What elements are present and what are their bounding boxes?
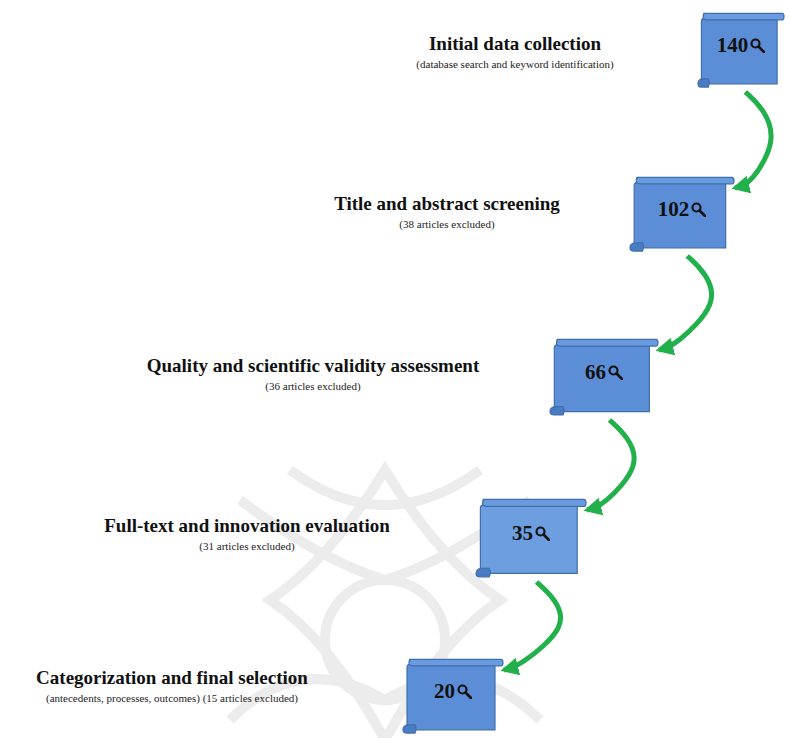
magnifier-handle bbox=[617, 373, 623, 379]
step-label: Title and abstract screening (38 articles… bbox=[334, 193, 560, 231]
step-heading: Quality and scientific validity assessme… bbox=[147, 355, 480, 377]
count-row: 102 bbox=[630, 168, 734, 250]
scroll-body bbox=[407, 664, 495, 730]
curved-arrow bbox=[504, 582, 561, 670]
scroll-body bbox=[554, 344, 649, 411]
curved-arrow bbox=[659, 256, 712, 350]
count-row: 140 bbox=[698, 4, 784, 86]
scroll-bottom-curl bbox=[550, 407, 564, 415]
scroll-box: 140Initial data collection(database sear… bbox=[698, 10, 784, 92]
step-heading: Title and abstract screening bbox=[334, 193, 560, 215]
step-note: (database search and keyword identificat… bbox=[416, 57, 613, 71]
step-label: Quality and scientific validity assessme… bbox=[147, 355, 480, 393]
step-label: Categorization and final selection (antec… bbox=[36, 667, 308, 705]
curved-arrow bbox=[587, 420, 634, 510]
scroll-bottom-curl bbox=[630, 243, 644, 251]
scroll-box: 102Title and abstract screening(38 artic… bbox=[630, 174, 734, 256]
step-note: (36 articles excluded) bbox=[147, 379, 480, 393]
step-label: Initial data collection (database search … bbox=[416, 33, 613, 71]
step-label: Full-text and innovation evaluation (31 a… bbox=[104, 515, 390, 553]
step-heading: Full-text and innovation evaluation bbox=[104, 515, 390, 537]
article-count: 35 bbox=[512, 521, 533, 546]
magnifier-icon bbox=[535, 526, 550, 541]
scroll-top-roll bbox=[636, 177, 734, 184]
scroll-top-roll bbox=[483, 499, 586, 506]
magnifier-icon bbox=[457, 684, 472, 699]
article-count: 20 bbox=[434, 679, 455, 704]
article-count: 66 bbox=[585, 360, 606, 385]
scroll-body bbox=[480, 505, 577, 574]
step-heading: Initial data collection bbox=[416, 33, 613, 55]
scroll-bottom-curl bbox=[476, 568, 490, 577]
scroll-top-roll bbox=[409, 659, 503, 666]
scroll-box: 20Categorization and final selection(ant… bbox=[403, 656, 503, 738]
scroll-box: 66Quality and scientific validity assess… bbox=[550, 336, 658, 420]
magnifier-handle bbox=[544, 534, 550, 540]
count-row: 66 bbox=[550, 330, 658, 414]
magnifier-handle bbox=[759, 46, 765, 52]
article-count: 140 bbox=[717, 33, 749, 58]
step-heading: Categorization and final selection bbox=[36, 667, 308, 689]
step-note: (31 articles excluded) bbox=[104, 539, 390, 553]
magnifier-handle bbox=[700, 210, 706, 216]
scroll-box: 35Full-text and innovation evaluation(31… bbox=[476, 496, 586, 582]
count-row: 35 bbox=[476, 490, 586, 576]
scroll-body bbox=[634, 182, 726, 248]
article-count: 102 bbox=[658, 197, 690, 222]
magnifier-icon bbox=[691, 202, 706, 217]
magnifier-icon bbox=[608, 365, 623, 380]
scroll-bottom-curl bbox=[403, 725, 416, 733]
scroll-bottom-curl bbox=[698, 79, 709, 87]
step-note: (38 articles excluded) bbox=[334, 217, 560, 231]
scroll-top-roll bbox=[703, 13, 784, 20]
curved-arrow bbox=[735, 92, 771, 188]
magnifier-handle bbox=[466, 692, 472, 698]
step-note: (antecedents, processes, outcomes) (15 a… bbox=[36, 691, 308, 705]
scroll-top-roll bbox=[556, 339, 658, 346]
magnifier-icon bbox=[750, 38, 765, 53]
count-row: 20 bbox=[403, 650, 503, 732]
scroll-body bbox=[701, 18, 777, 84]
